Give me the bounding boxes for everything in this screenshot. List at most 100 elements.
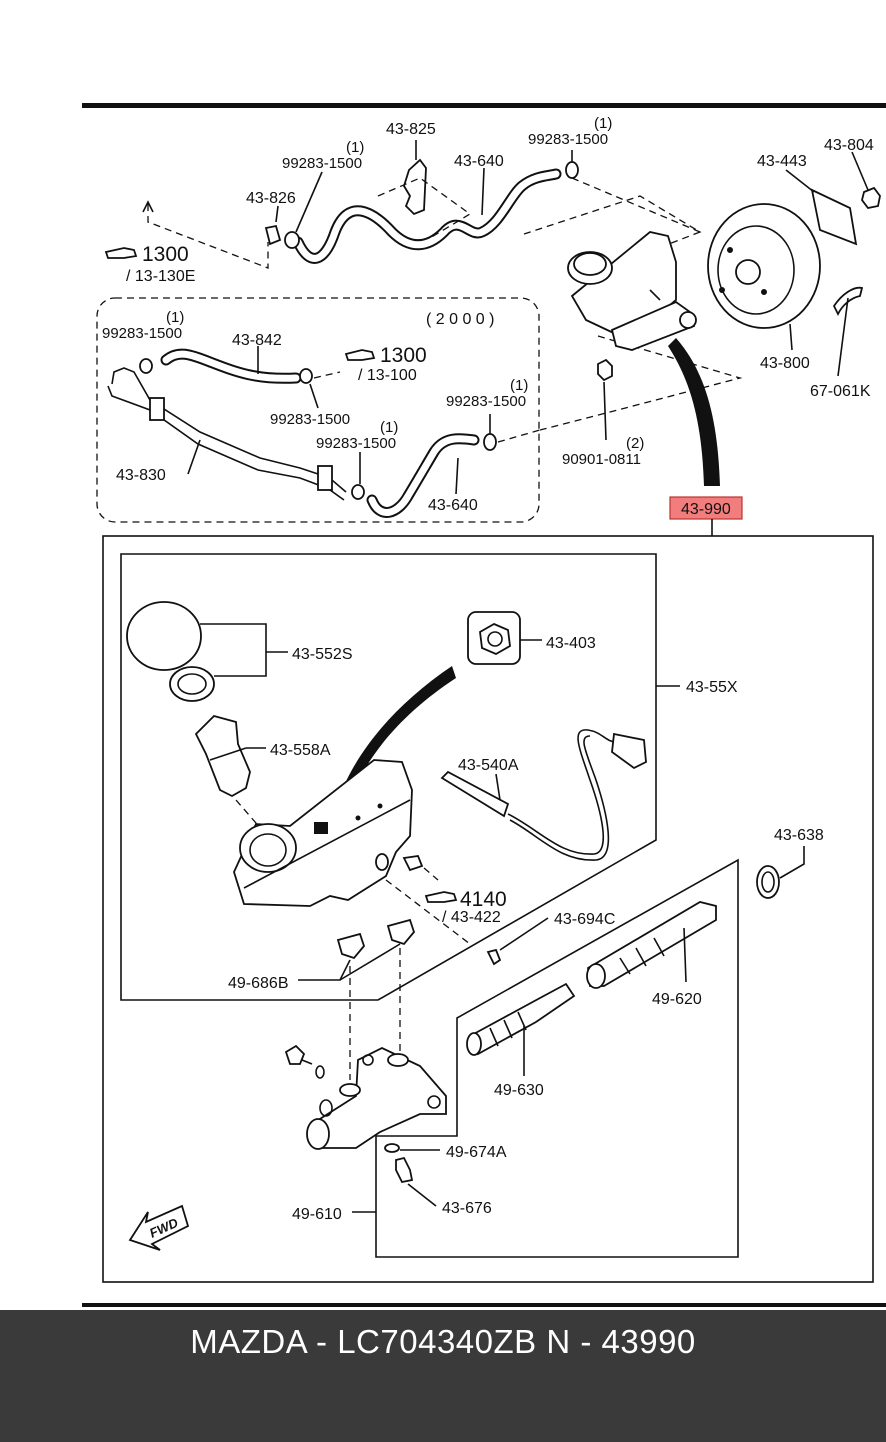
label-99283-top: 99283-1500 [528,131,608,148]
label-49-674a: 49-674A [446,1144,507,1161]
ref-hand-icon-top [104,247,138,259]
label-99283-d: 99283-1500 [446,393,526,410]
nut-43-804 [851,151,881,209]
clip-43-825 [403,140,427,216]
clamp-99283-c [351,452,365,500]
footer-bar [0,1310,886,1442]
filter-43-558a [194,714,266,798]
clamp-99283-a [139,358,153,374]
label-43-800: 43-800 [760,355,810,372]
label-49-630: 49-630 [494,1082,544,1099]
callout-pointer-43-990 [668,338,720,486]
seal-43-403 [467,611,542,665]
label-43-676: 43-676 [442,1200,492,1217]
highlight-43-990 [669,496,743,520]
bleeder-43-676 [395,1156,437,1207]
grommet-49-686b [298,918,416,981]
guide-clamp-booster [571,177,701,233]
hose-43-640-top [292,167,562,264]
label-49-686b: 49-686B [228,975,289,992]
label-99283-b: 99283-1500 [270,411,350,428]
label-43-638: 43-638 [774,827,824,844]
piston-49-620 [586,901,717,989]
ref-4140: 4140 [460,888,507,911]
guide-clip [377,177,472,239]
label-43-540a: 43-540A [458,757,519,774]
label-43-990: 43-990 [681,501,731,518]
label-43-825: 43-825 [386,121,436,138]
label-43-694c: 43-694C [554,911,615,928]
label-49-620: 49-620 [652,991,702,1008]
clamp-99283-d [483,414,497,451]
clamp-99283-left [284,171,323,249]
fwd-arrow-icon: FWD [128,1204,190,1251]
label-43-403: 43-403 [546,635,596,652]
label-43-640-bottom: 43-640 [428,497,478,514]
bottom-rule [82,1303,886,1307]
variant-box-2000 [96,297,540,523]
piston-49-630 [466,982,576,1076]
bolt-left [284,1044,325,1079]
guide-reservoir [523,195,702,273]
ref-1300-top: 1300 [142,243,189,266]
master-cylinder-assembly-top [567,231,697,351]
guide-master [539,335,743,431]
master-cylinder-body [306,1046,447,1150]
label-variant-2000: ( 2 0 0 0 ) [426,311,494,328]
label-99283-d-qty: (1) [510,377,528,394]
reservoir-kit-frame [120,553,657,1001]
label-43-804: 43-804 [824,137,874,154]
label-43-640-top: 43-640 [454,153,504,170]
guide-clamp-d [497,429,541,443]
screw-43-694c [486,917,549,966]
label-43-552s: 43-552S [292,646,353,663]
label-67-061k: 67-061K [810,383,871,400]
label-43-443: 43-443 [757,153,807,170]
cap-43-552s [126,601,288,702]
seal-67-061k [832,286,864,377]
ref-4140-sub: / 43-422 [442,909,501,926]
guide-1300-mid [313,371,341,379]
parts-diagram: 43-825 43-640 (1) 99283-1500 (1) 99283-1… [82,103,886,1307]
ref-1300-top-sub: / 13-130E [126,268,195,285]
label-90901: 90901-0811 [562,451,641,468]
clamp-99283-top [565,150,579,179]
ring-43-638 [756,846,805,899]
guide-4140 [423,867,439,881]
label-99283-a-qty: (1) [166,309,184,326]
guide-left [147,204,269,269]
label-99283-c: 99283-1500 [316,435,396,452]
part-caption: MAZDA - LC704340ZB N - 43990 [190,1323,696,1360]
label-99283-c-qty: (1) [380,419,398,436]
top-rule [82,103,886,108]
ref-1300-mid: 1300 [380,344,427,367]
clamp-99283-b [299,368,319,409]
ref-hand-icon-low [424,891,458,903]
nut-90901-0811 [597,358,613,441]
fitting-43-826 [264,205,282,246]
label-43-826: 43-826 [246,190,296,207]
label-43-55x: 43-55X [686,679,738,696]
label-43-842: 43-842 [232,332,282,349]
label-43-558a: 43-558A [270,742,331,759]
label-99283-left-qty: (1) [346,139,364,156]
label-43-830: 43-830 [116,467,166,484]
brake-booster-43-800 [707,203,821,351]
reservoir-body [233,759,424,907]
gasket-43-443 [785,169,858,246]
sensor-43-540a [440,729,647,861]
label-49-610: 49-610 [292,1206,342,1223]
label-90901-qty: (2) [626,435,644,452]
label-99283-a: 99283-1500 [102,325,182,342]
cylinder-kit-frame [375,858,739,1258]
ref-hand-icon-mid [344,349,376,361]
pipe-43-830 [107,367,347,501]
assembly-frame [102,535,874,1283]
label-99283-top-qty: (1) [594,115,612,132]
oring-49-674a [384,1143,440,1153]
guide-arrow [142,200,154,213]
hose-43-640-bottom [366,433,480,518]
ref-1300-mid-sub: / 13-100 [358,367,417,384]
label-99283-left: 99283-1500 [282,155,362,172]
hose-43-842 [160,346,302,384]
